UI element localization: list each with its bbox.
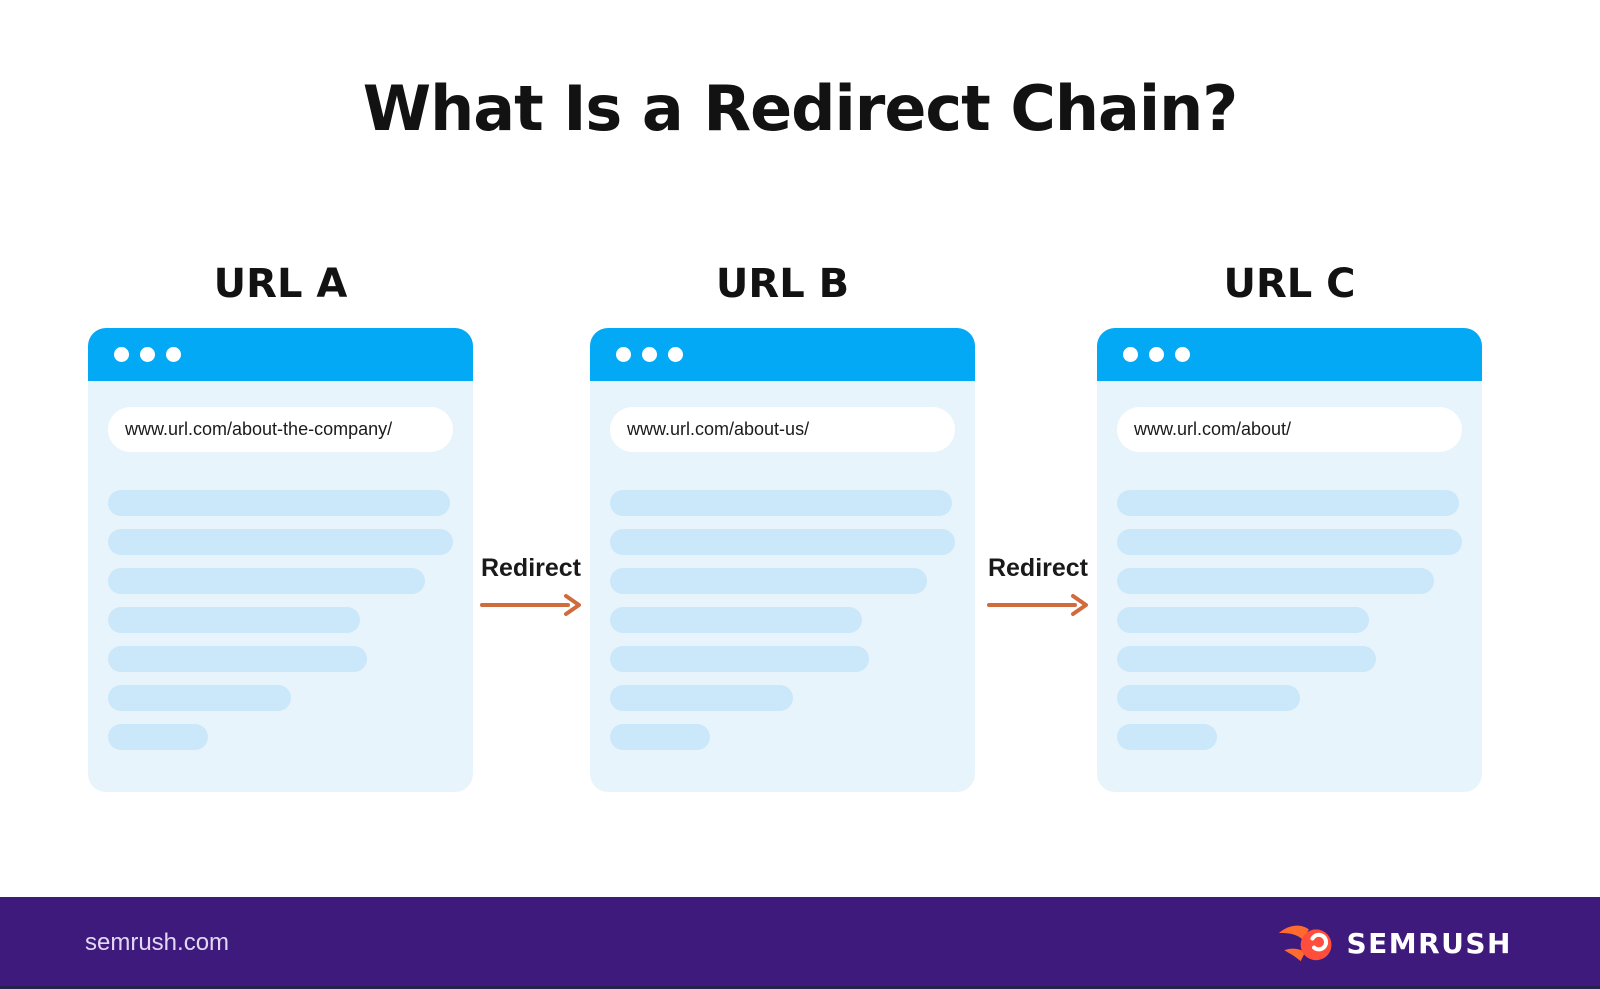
redirect-arrow-icon	[987, 594, 1088, 616]
window-body: www.url.com/about-the-company/	[88, 407, 473, 792]
footer-site-url: semrush.com	[85, 929, 230, 956]
window-dot-icon	[140, 347, 155, 362]
skeleton-text-line	[1117, 529, 1462, 555]
window-dot-icon	[114, 347, 129, 362]
skeleton-text-line	[108, 685, 291, 711]
redirect-arrow-icon	[480, 594, 581, 616]
url-a-column: URL A www.url.com/about-the-company/	[88, 258, 473, 792]
redirect-step-1: Redirect	[466, 552, 596, 618]
skeleton-text-line	[610, 490, 952, 516]
skeleton-text-line	[1117, 685, 1300, 711]
browser-window-c: www.url.com/about/	[1097, 328, 1482, 792]
url-bar-a: www.url.com/about-the-company/	[108, 407, 453, 452]
window-body: www.url.com/about-us/	[590, 407, 975, 792]
brand-name: SEMRUSH	[1346, 926, 1512, 960]
url-b-column: URL B www.url.com/about-us/	[590, 258, 975, 792]
redirect-label: Redirect	[480, 554, 582, 582]
window-titlebar	[88, 328, 473, 381]
skeleton-text-line	[108, 724, 209, 750]
window-label-b: URL B	[715, 261, 850, 307]
footer-bar: semrush.com SEMRUSH	[0, 897, 1600, 989]
page-content-skeleton	[88, 490, 473, 750]
skeleton-text-line	[610, 568, 928, 594]
window-dot-icon	[616, 347, 631, 362]
url-bar-b: www.url.com/about-us/	[610, 407, 955, 452]
window-dot-icon	[1149, 347, 1164, 362]
skeleton-text-line	[108, 646, 367, 672]
skeleton-text-line	[610, 685, 793, 711]
skeleton-text-line	[1117, 490, 1459, 516]
url-c-column: URL C www.url.com/about/	[1097, 258, 1482, 792]
skeleton-text-line	[1117, 646, 1376, 672]
window-label-a: URL A	[213, 261, 348, 307]
window-dot-icon	[1123, 347, 1138, 362]
skeleton-text-line	[1117, 568, 1435, 594]
window-titlebar	[590, 328, 975, 381]
browser-window-b: www.url.com/about-us/	[590, 328, 975, 792]
skeleton-text-line	[1117, 724, 1218, 750]
page-content-skeleton	[1097, 490, 1482, 750]
skeleton-text-line	[610, 724, 711, 750]
redirect-step-2: Redirect	[973, 552, 1103, 618]
skeleton-text-line	[610, 529, 955, 555]
page-content-skeleton	[590, 490, 975, 750]
semrush-logo: SEMRUSH	[1278, 921, 1512, 965]
skeleton-text-line	[610, 646, 869, 672]
skeleton-text-line	[610, 607, 862, 633]
window-titlebar	[1097, 328, 1482, 381]
skeleton-text-line	[108, 529, 453, 555]
url-bar-c: www.url.com/about/	[1117, 407, 1462, 452]
window-dot-icon	[1175, 347, 1190, 362]
skeleton-text-line	[1117, 607, 1369, 633]
skeleton-text-line	[108, 490, 450, 516]
window-dot-icon	[166, 347, 181, 362]
redirect-label: Redirect	[987, 554, 1089, 582]
window-dot-icon	[668, 347, 683, 362]
page-title: What Is a Redirect Chain?	[362, 72, 1238, 145]
window-label-c: URL C	[1223, 261, 1356, 307]
window-body: www.url.com/about/	[1097, 407, 1482, 792]
semrush-logo-icon	[1279, 925, 1332, 962]
browser-window-a: www.url.com/about-the-company/	[88, 328, 473, 792]
skeleton-text-line	[108, 568, 426, 594]
skeleton-text-line	[108, 607, 360, 633]
window-dot-icon	[642, 347, 657, 362]
